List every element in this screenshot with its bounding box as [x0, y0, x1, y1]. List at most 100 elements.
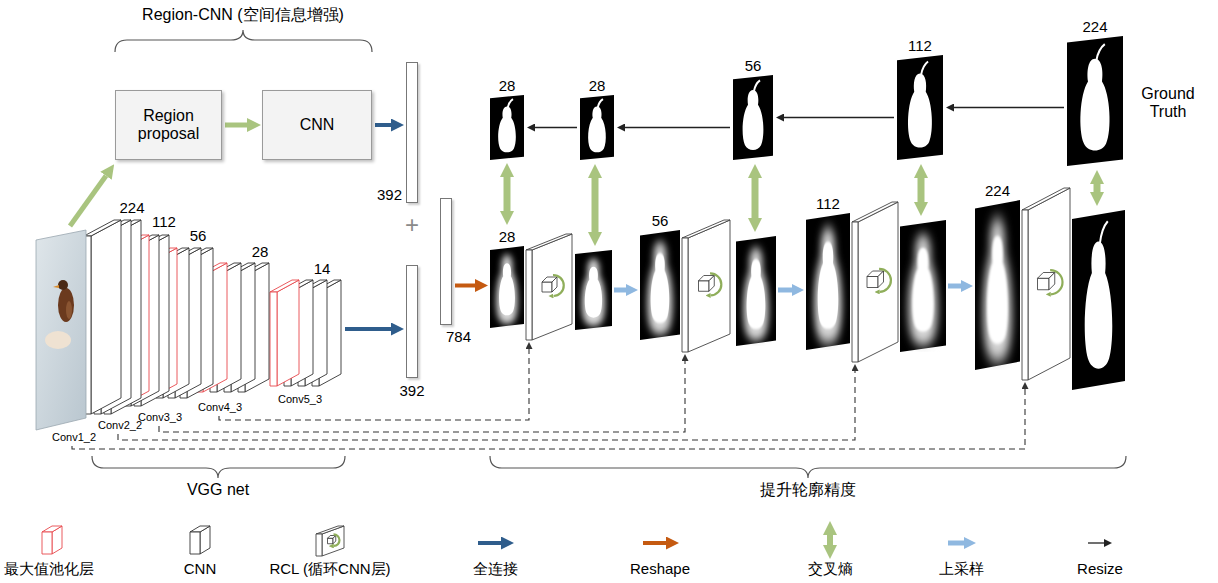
connector-arrow: [345, 327, 391, 331]
ground-truth-map-image: [498, 106, 516, 152]
size-label: 224: [119, 199, 144, 216]
output-map: [582, 258, 605, 326]
max-pool-layer: [42, 526, 62, 554]
conv-layer: [91, 220, 121, 414]
vector-bar: 392: [406, 265, 418, 378]
layer-name: Conv4_3: [198, 401, 242, 414]
connector-arrow: [535, 127, 577, 128]
max-pool-layer: [270, 280, 299, 292]
input-photo: [36, 230, 86, 430]
layer-name: Conv3_3: [138, 411, 182, 424]
legend-label: 交叉熵: [808, 560, 853, 577]
rcl-layer: [682, 238, 688, 352]
ground-truth-map-image: [1080, 59, 1109, 151]
output-map: [736, 236, 776, 346]
size-label: 14: [314, 260, 331, 277]
skip-connection: [72, 389, 1025, 449]
ground-truth-map-image: [598, 99, 603, 107]
prediction-map-image: [496, 255, 517, 324]
ground-truth-map: 224Ground Truth: [1067, 36, 1123, 166]
legend-label: Resize: [1077, 560, 1123, 577]
cross-entropy-arrow: [1094, 184, 1101, 192]
upsample-arrow: [948, 284, 961, 289]
box-label: Region proposal: [122, 107, 215, 144]
legend-icons: [42, 526, 1104, 556]
rcl-layer: [552, 277, 557, 292]
bracket: [92, 30, 1126, 478]
process-box: Region proposal: [115, 90, 222, 160]
connector-arrow: [504, 177, 511, 211]
max-pool-layer: [270, 280, 299, 386]
prediction-map: 112: [806, 213, 850, 350]
rcl-layer: [1022, 188, 1070, 210]
vgg-stage: 224Conv1_2: [84, 220, 142, 414]
prediction-map-image: [640, 230, 680, 340]
max-pool-layer: [42, 526, 62, 532]
rcl-layer: [553, 275, 564, 296]
rcl-layer: [1049, 273, 1055, 290]
prediction-map: 56: [640, 230, 680, 340]
connector-arrow: [625, 127, 730, 128]
output-map: [575, 250, 612, 330]
prediction-map: 224: [975, 200, 1020, 370]
output-map: [744, 248, 769, 341]
vector-bar: 784: [440, 198, 452, 325]
legend-icon: [478, 541, 501, 545]
output-map: [909, 234, 938, 346]
skip-connection: [118, 371, 855, 440]
legend-label: RCL (循环CNN层): [269, 560, 390, 577]
bracket: [115, 30, 372, 52]
prediction-map-image: [648, 242, 673, 335]
flow-arrow: [70, 176, 106, 226]
box-label: CNN: [300, 116, 335, 134]
prediction-map: 28: [490, 246, 524, 328]
input-photo: [53, 285, 59, 288]
dimension-label: 392: [377, 186, 402, 203]
input-photo: [45, 331, 71, 349]
rcl-layer: [852, 202, 898, 362]
layer-name: Conv2_2: [98, 419, 142, 432]
rcl-layer: [526, 250, 532, 340]
rcl-layer: [682, 220, 730, 238]
connector-arrow: [954, 107, 1064, 108]
layer-name: Conv5_3: [278, 393, 322, 406]
rcl-layer: [532, 234, 572, 340]
rcl-layer: [333, 536, 336, 544]
prediction-map-image: [814, 227, 841, 343]
upsample-arrow: [614, 288, 626, 293]
legend-label: 上采样: [939, 560, 984, 577]
output-map: [1085, 242, 1113, 369]
conv-layer: [190, 532, 200, 554]
group-label: Region-CNN (空间信息增强): [142, 6, 344, 24]
rcl-layer: [858, 202, 898, 362]
group-label: 提升轮廓精度: [760, 481, 856, 499]
rcl-layer: [316, 534, 322, 556]
size-label: 224: [985, 182, 1010, 199]
rcl-layer: [682, 220, 730, 352]
legend-label: CNN: [184, 560, 217, 577]
cross-entropy-arrow: [918, 178, 925, 202]
conv-layer: [84, 220, 121, 236]
input-photo: [66, 301, 72, 319]
rcl-layer: [1022, 210, 1028, 380]
max-pool-layer: [270, 292, 277, 386]
max-pool-layer: [42, 532, 52, 554]
ground-truth-map: 28: [580, 95, 614, 160]
cross-entropy-arrow: [592, 178, 599, 232]
ground-truth-label: Ground Truth: [1132, 85, 1204, 122]
vgg-stage: 14Conv5_3: [270, 280, 342, 386]
vgg-stage: 56Conv3_3: [144, 248, 214, 398]
size-label: 28: [589, 77, 606, 94]
rcl-layer: [688, 220, 730, 352]
output-map: [1072, 210, 1125, 390]
legend-icon: [827, 535, 833, 545]
ground-truth-map: 28: [490, 95, 524, 160]
prediction-map-image: [490, 246, 524, 328]
ground-truth-map-image: [908, 73, 932, 147]
prediction-map-image: [651, 253, 670, 323]
rcl-layer: [1022, 188, 1070, 380]
output-map: [1072, 210, 1125, 390]
bracket: [490, 456, 1126, 478]
max-pool-layer: [277, 280, 299, 386]
